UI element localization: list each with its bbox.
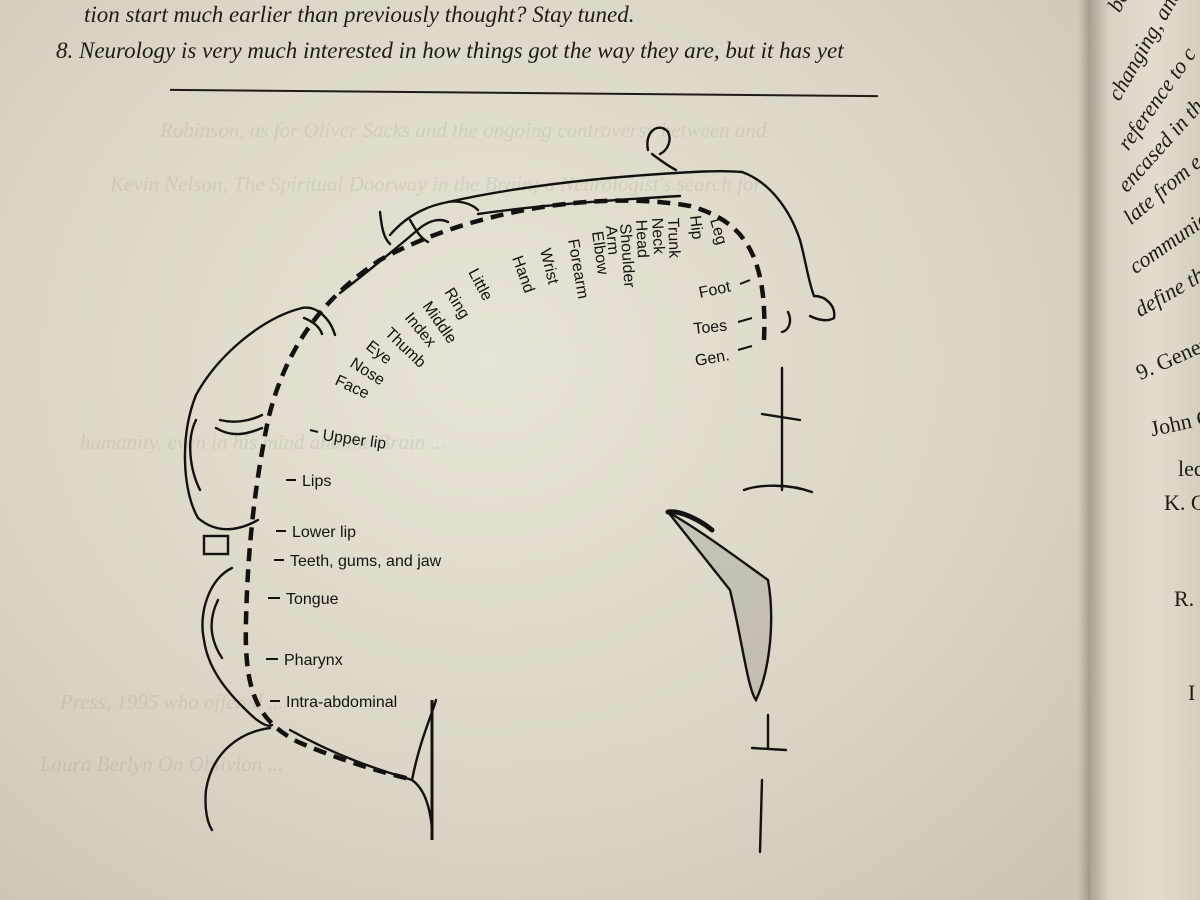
leg-outline <box>740 170 816 298</box>
text-line-top: tion start much earlier than previously … <box>84 2 635 27</box>
label-head: Head <box>632 219 651 258</box>
right-name-line: I <box>1188 680 1196 705</box>
right-name-line: John C <box>1147 403 1200 442</box>
sensory-homunculus-diagram: Little Ring Middle Index Thumb Eye Nose … <box>183 126 836 854</box>
right-name-line: led <box>1178 456 1200 481</box>
label-upper-lip: Upper lip <box>321 427 387 453</box>
jaw-teeth <box>202 534 230 556</box>
label-trunk: Trunk <box>664 218 682 260</box>
label-ticks <box>266 279 753 702</box>
label-lips: Lips <box>302 473 331 490</box>
head-outline <box>646 126 671 156</box>
right-name-line: R. <box>1174 586 1195 611</box>
tongue-outline <box>201 566 274 727</box>
right-text-line: 9. General <box>1132 324 1200 385</box>
motor-strip-dashed-arc <box>243 198 767 783</box>
label-toes: Toes <box>693 318 728 338</box>
label-hip: Hip <box>686 215 705 241</box>
bleed-through-text: Laura Berlyn On Oblivion ... <box>40 752 284 776</box>
label-tongue: Tongue <box>286 591 339 608</box>
label-forearm: Forearm <box>564 238 591 300</box>
foot-outline <box>808 294 836 322</box>
label-gen: Gen. <box>694 347 731 370</box>
label-neck: Neck <box>648 217 667 255</box>
label-little: Little <box>464 266 495 304</box>
right-name-line: K. G <box>1164 490 1200 515</box>
label-intra-abdominal: Intra-abdominal <box>286 694 397 711</box>
face-outline <box>183 306 304 531</box>
book-left-page: Robinson, as for Oliver Sacks and the on… <box>0 0 1090 900</box>
trunk-outline <box>446 169 744 204</box>
book-right-page: bone frag changing, and reference to c e… <box>1090 0 1200 900</box>
label-hand: Hand <box>508 254 537 296</box>
label-arm: Arm <box>602 225 621 256</box>
text-line-item-8: 8. Neurology is very much interested in … <box>56 38 844 63</box>
label-lower-lip: Lower lip <box>292 524 356 541</box>
abdominal-outline <box>204 726 272 832</box>
label-pharynx: Pharynx <box>284 652 343 669</box>
label-wrist: Wrist <box>536 247 561 287</box>
homunculus-labels: Little Ring Middle Index Thumb Eye Nose … <box>284 215 733 711</box>
label-foot: Foot <box>697 279 732 302</box>
bleed-through-text: Kevin Nelson, The Spiritual Doorway in t… <box>110 172 762 196</box>
genital-shape <box>667 510 773 703</box>
label-elbow: Elbow <box>588 230 611 276</box>
label-leg: Leg <box>706 216 730 246</box>
label-teeth-gums-jaw: Teeth, gums, and jaw <box>290 553 442 570</box>
label-shoulder: Shoulder <box>616 223 637 289</box>
